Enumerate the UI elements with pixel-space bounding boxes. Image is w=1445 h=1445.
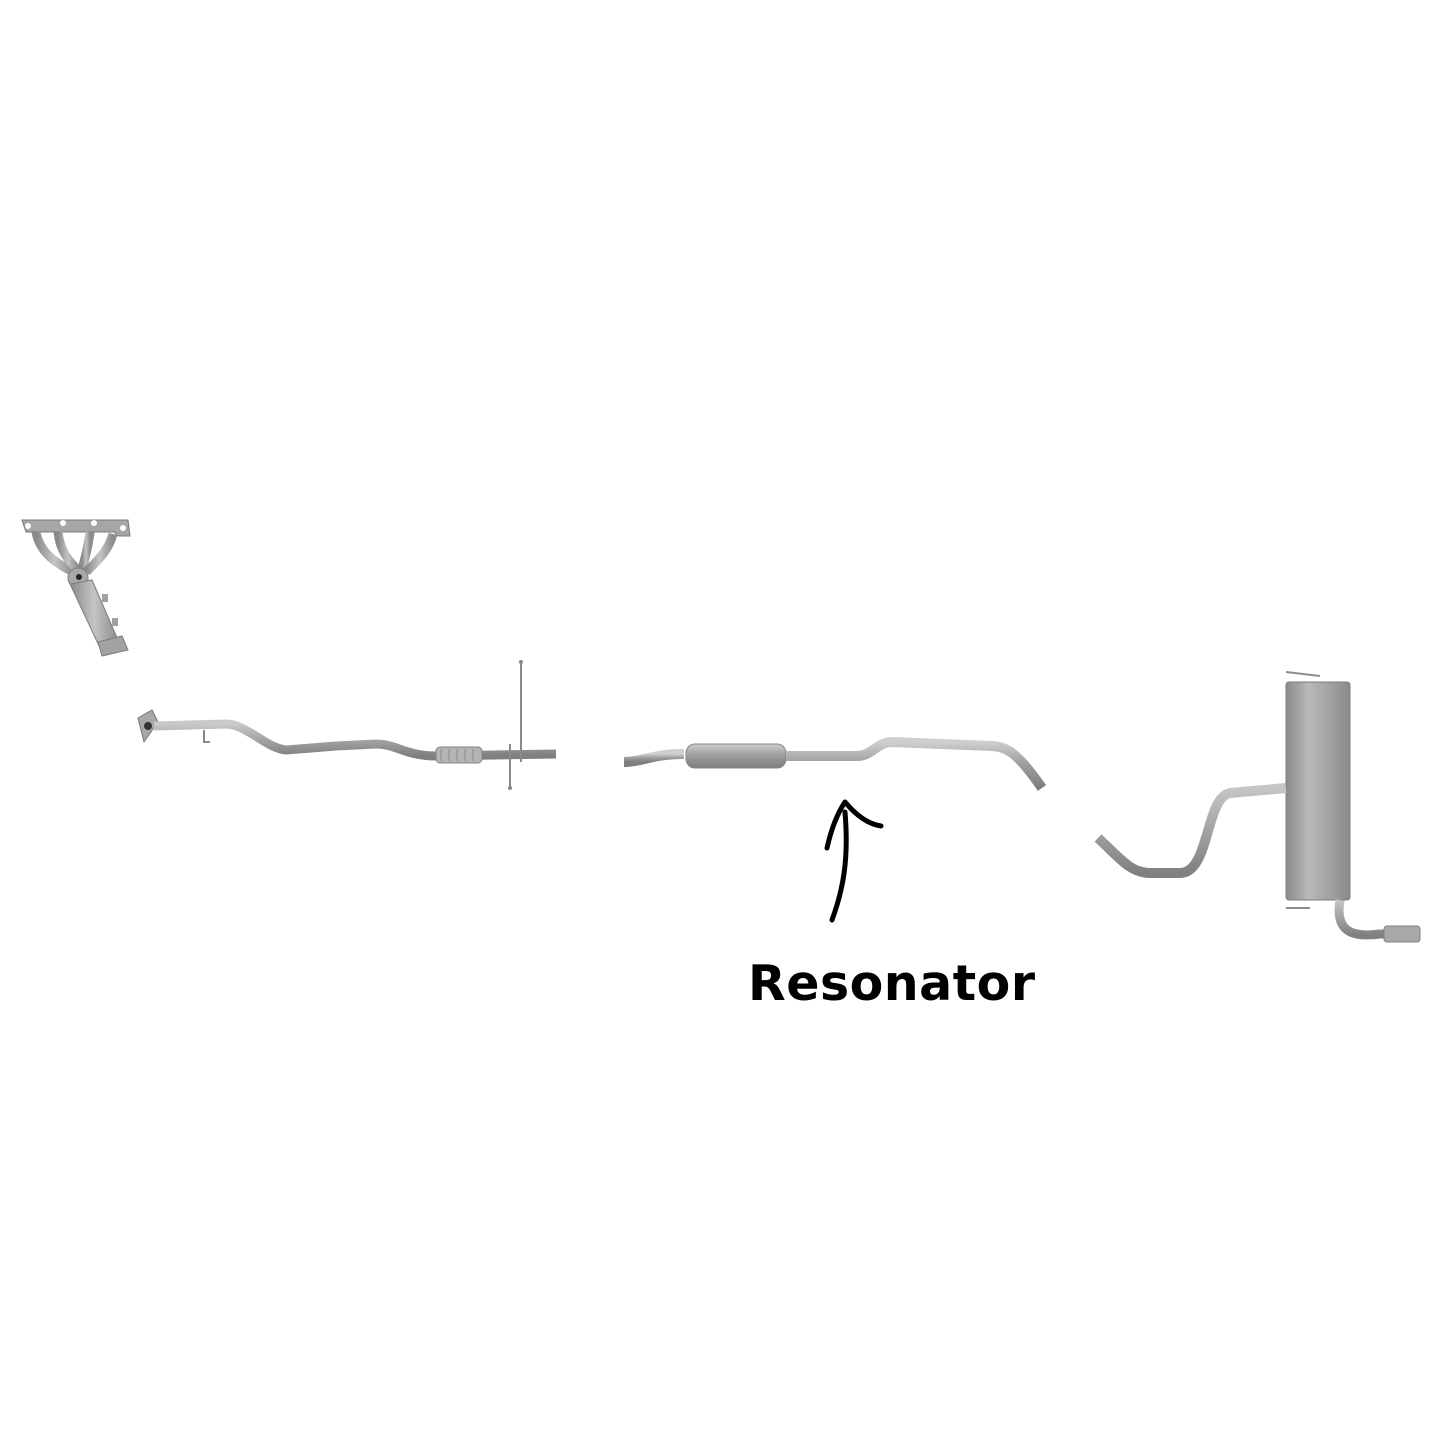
exhaust-manifold: [18, 514, 133, 659]
rear-muffler: [1090, 668, 1425, 948]
resonator-pipe: [622, 734, 1054, 800]
resonator-label: Resonator: [748, 955, 1036, 1012]
hand-drawn-arrow-up-icon: [815, 790, 895, 934]
front-pipe: [136, 658, 566, 793]
